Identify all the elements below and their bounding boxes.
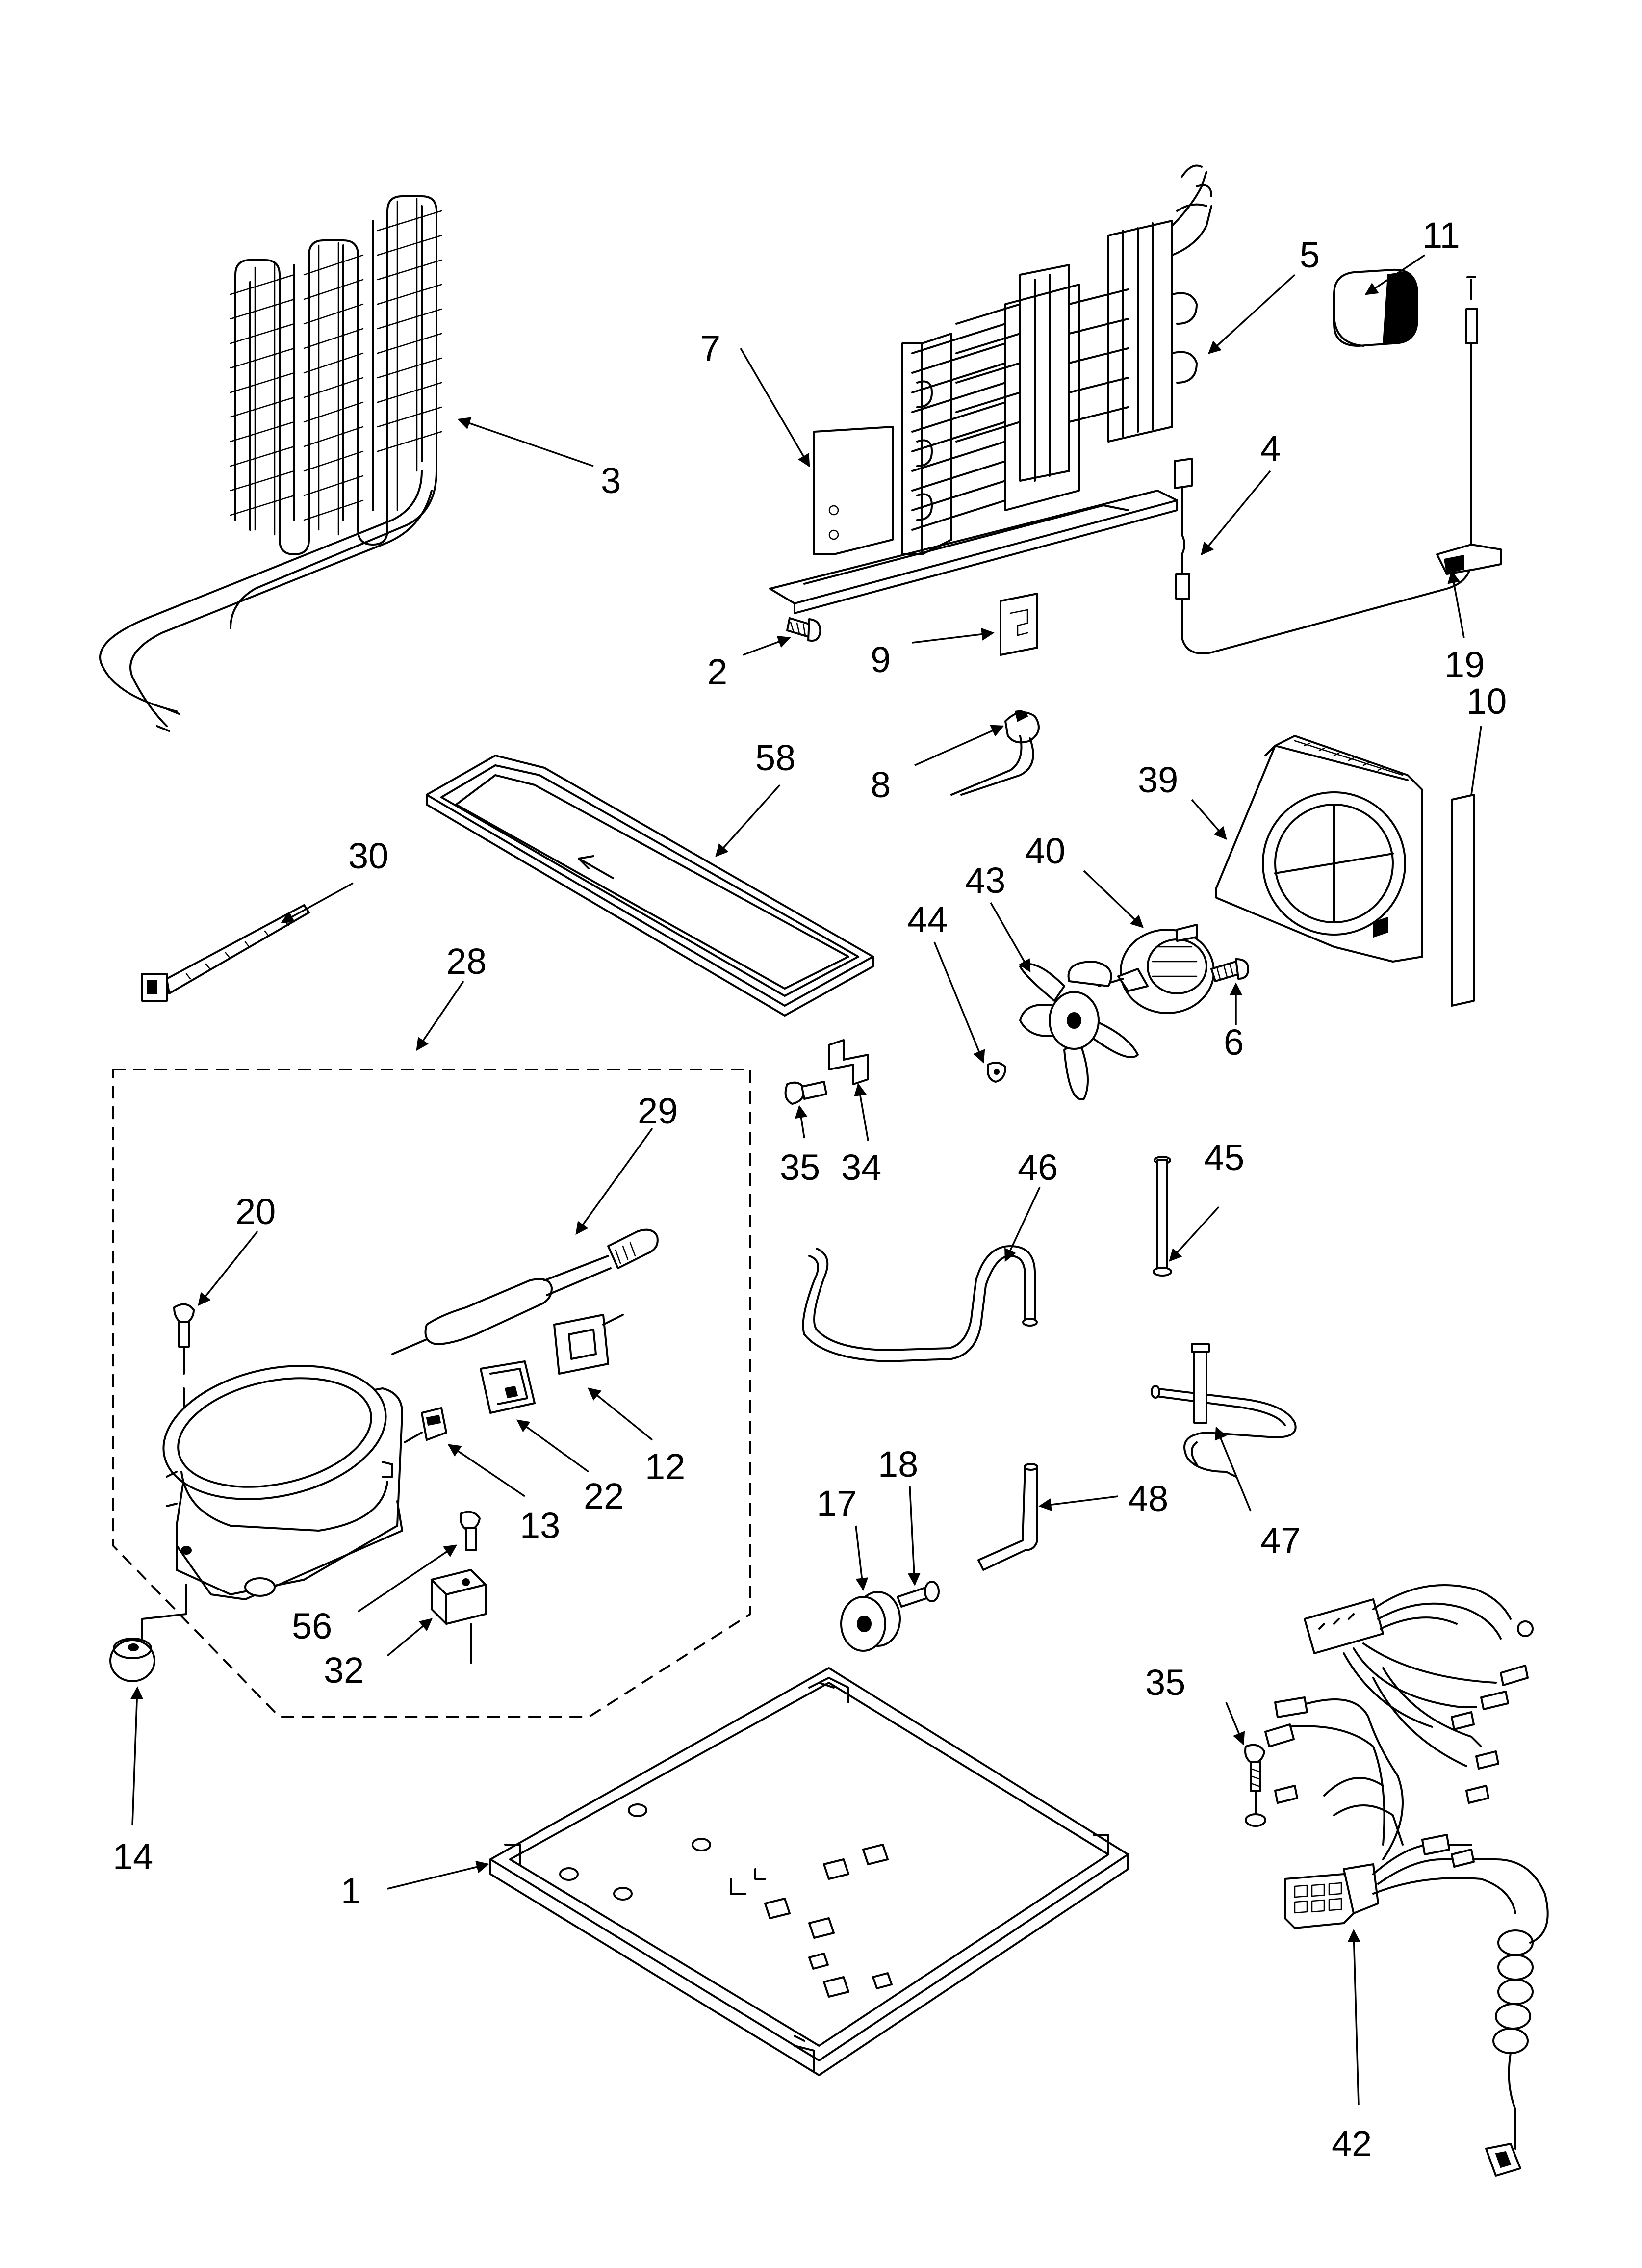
compressor-group-outline [112,1069,751,1718]
callout-43: 43 [965,860,1005,901]
cap-part-11 [1333,268,1418,347]
base-frame-part-1 [489,1667,1129,2076]
callout-47: 47 [1260,1520,1301,1561]
compressor-part-20-region [162,1365,403,1600]
fan-blade-part-43 [1019,961,1139,1100]
pin-part-45 [1153,1156,1172,1277]
screw-part-2 [786,617,821,642]
callout-44: 44 [907,899,948,940]
fan-shroud-part-39 [1215,735,1423,963]
callout-39: 39 [1138,759,1178,800]
callout-29: 29 [638,1091,678,1131]
fan-motor-part-40 [1098,924,1215,1014]
pin-part-18 [897,1581,940,1608]
callout-labels: 3 7 5 11 4 19 10 2 9 8 58 39 40 43 44 30… [113,215,1507,2164]
callout-5: 5 [1300,235,1320,275]
callout-12: 12 [645,1446,685,1487]
tube-part-48 [977,1463,1038,1571]
callout-46: 46 [1018,1147,1058,1188]
drier-part-29 [391,1228,659,1355]
callout-8: 8 [871,764,891,805]
callout-48: 48 [1128,1478,1168,1519]
bracket-part-9 [1000,593,1038,656]
callout-20: 20 [235,1191,276,1232]
callout-19: 19 [1444,644,1485,685]
callout-28: 28 [446,941,487,982]
callout-45: 45 [1204,1137,1244,1178]
tube-part-46 [802,1245,1038,1362]
screw-part-35-upper [784,1081,827,1105]
grommet-part-17 [840,1591,901,1652]
callout-2: 2 [707,652,727,692]
screw-part-20 [173,1303,195,1409]
callout-40: 40 [1025,831,1065,871]
callout-9: 9 [871,639,891,680]
callout-4: 4 [1260,428,1281,469]
callout-35-upper: 35 [780,1147,820,1188]
capacitor-part-32 [431,1569,487,1664]
callout-34: 34 [841,1147,881,1188]
clip-part-44 [987,1062,1006,1083]
callout-56: 56 [292,1606,332,1646]
callout-3: 3 [601,460,621,501]
callout-35-lower: 35 [1145,1662,1185,1703]
callout-14: 14 [113,1836,153,1877]
drain-tray-part-58 [426,755,874,1017]
callout-30: 30 [348,835,388,876]
relay-part-22 [480,1360,536,1414]
callout-32: 32 [324,1650,364,1691]
callout-6: 6 [1224,1022,1244,1063]
callout-1: 1 [341,1871,361,1911]
clip-part-19 [1436,544,1502,575]
callout-13: 13 [520,1505,560,1546]
plug-part-8 [950,710,1040,796]
callout-42: 42 [1332,2123,1372,2164]
harness-part-4 [1174,276,1478,654]
callout-18: 18 [878,1444,918,1485]
wire-harness-part-42 [1264,1584,1549,2177]
callout-11: 11 [1422,215,1460,256]
strip-part-10 [1451,794,1475,1007]
callout-58: 58 [755,737,795,778]
condenser-coil [99,195,442,732]
screw-part-56 [460,1511,481,1551]
screw-part-6 [1210,958,1249,982]
callout-7: 7 [700,328,720,368]
overload-part-13 [404,1407,447,1443]
callout-17: 17 [817,1483,857,1524]
callout-22: 22 [584,1476,624,1516]
bracket-part-34 [828,1039,869,1085]
tube-part-47 [1151,1343,1297,1478]
grommet-part-14 [109,1584,187,1682]
evaporator [769,164,1212,614]
callout-10: 10 [1466,681,1507,722]
cover-part-12 [553,1314,624,1375]
leader-lines [130,254,1482,2105]
screw-part-35-lower [1244,1744,1266,1827]
cable-tie-part-30 [141,904,310,1002]
